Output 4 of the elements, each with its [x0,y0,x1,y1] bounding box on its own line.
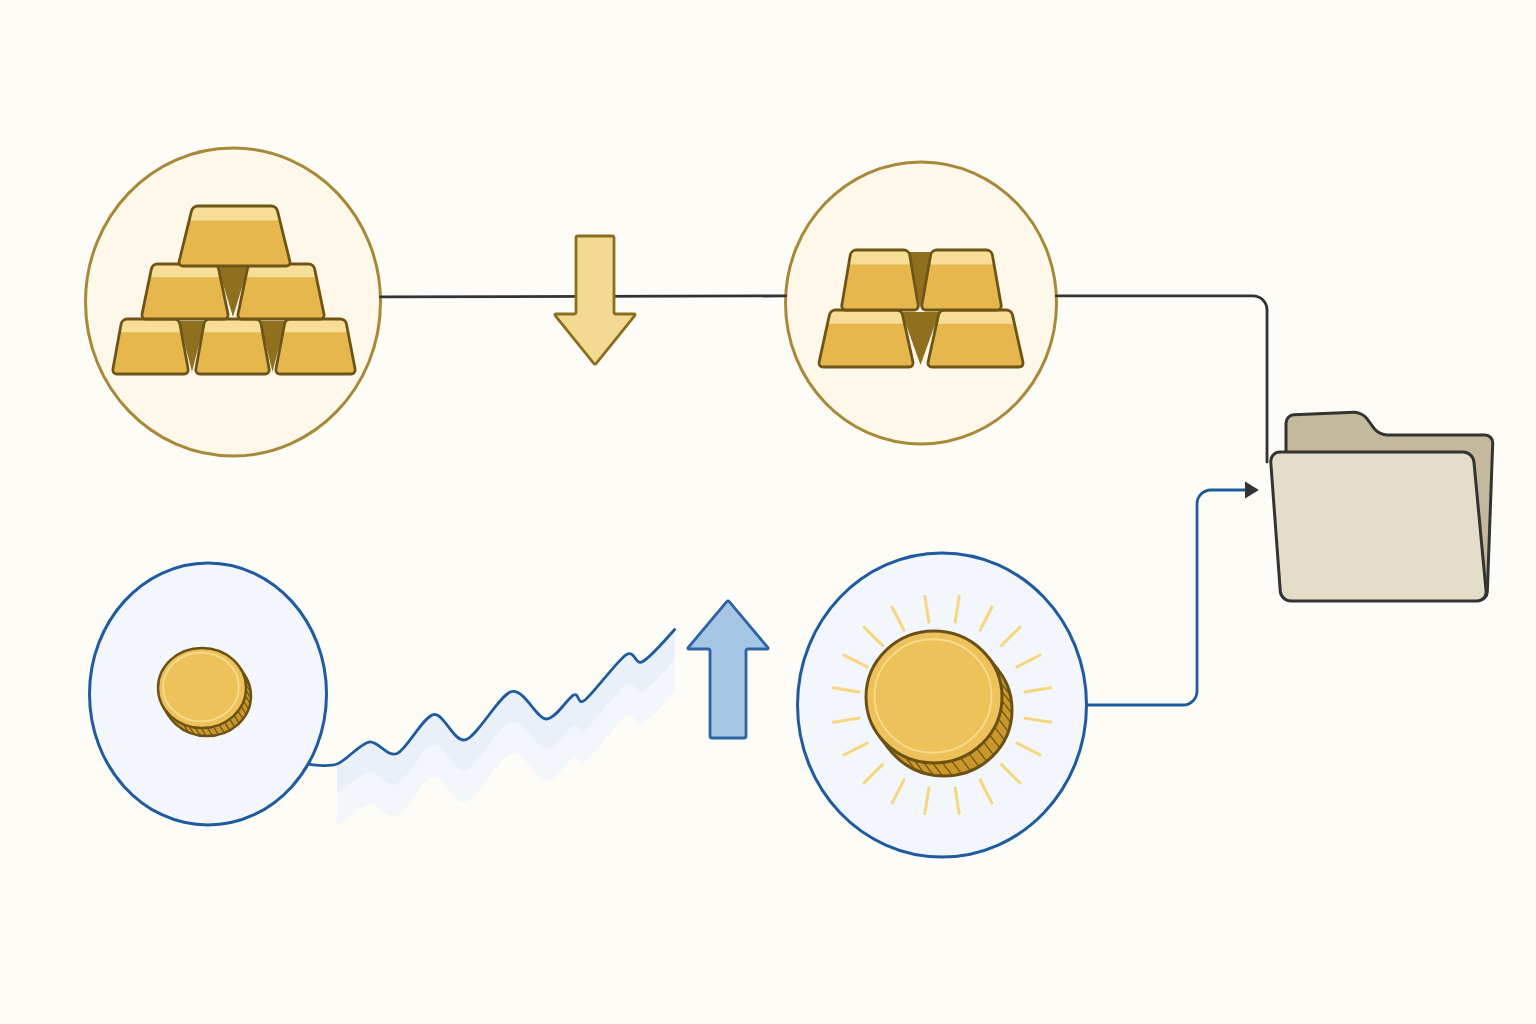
connector-line [379,294,788,299]
folder-icon [1269,410,1495,603]
trend-line [306,628,676,767]
connector-line [1054,294,1269,464]
